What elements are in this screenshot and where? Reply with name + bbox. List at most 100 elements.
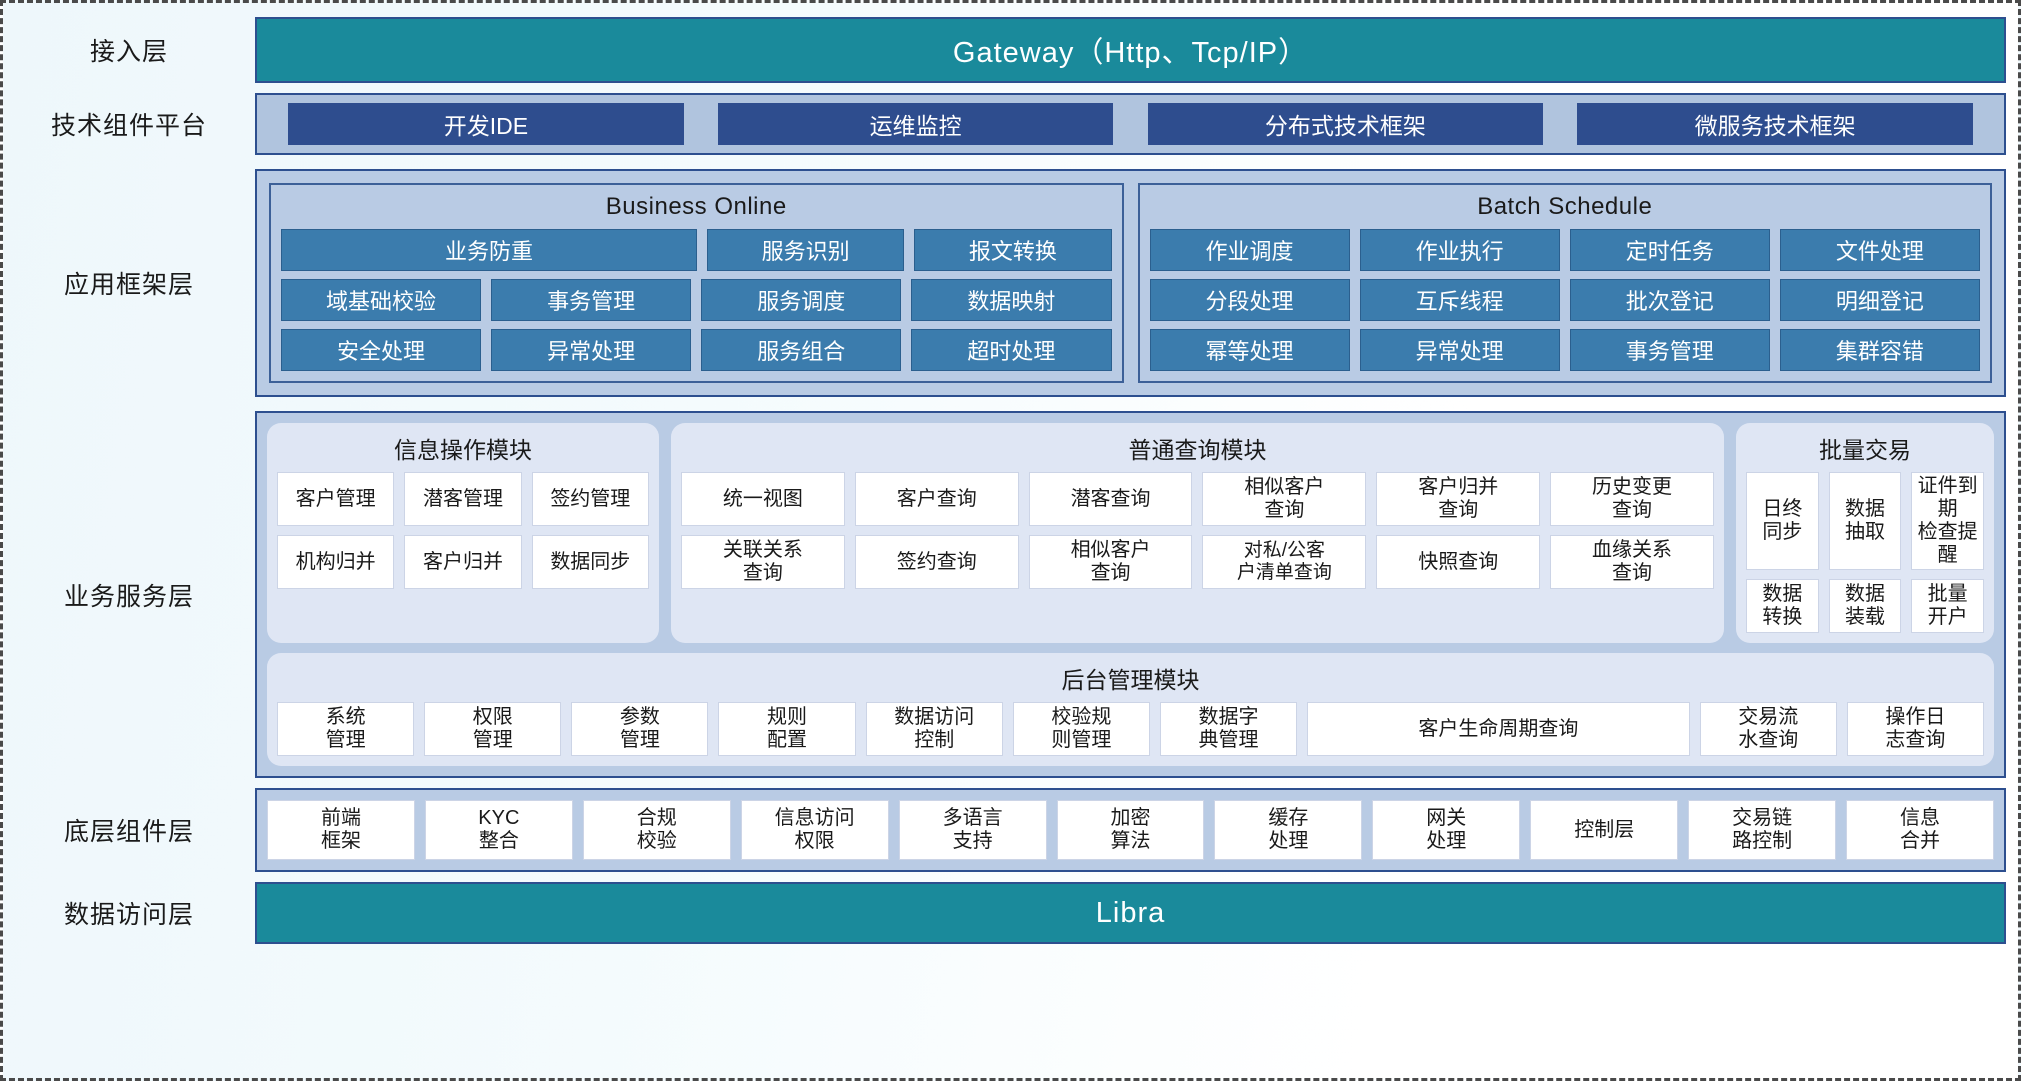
tech-chip-distributed[interactable]: 分布式技术框架 [1147, 103, 1544, 145]
panel-batch-schedule: Batch Schedule 作业调度 作业执行 定时任务 文件处理 分段处理 … [1137, 183, 1992, 383]
cell-control-layer[interactable]: 控制层 [1530, 800, 1679, 860]
cell-transaction-chain-control[interactable]: 交易链路控制 [1688, 800, 1837, 860]
bo-chip-domain-validate[interactable]: 域基础校验 [281, 279, 482, 321]
bo-chip-transaction-mgmt[interactable]: 事务管理 [491, 279, 692, 321]
bs-chip-idempotent[interactable]: 幂等处理 [1149, 329, 1350, 371]
bs-chip-exception[interactable]: 异常处理 [1359, 329, 1560, 371]
cell-customer-query[interactable]: 客户查询 [854, 472, 1019, 526]
cell-prospect-mgmt[interactable]: 潜客管理 [404, 472, 522, 526]
cell-cache-processing[interactable]: 缓存处理 [1214, 800, 1363, 860]
cell-gateway-processing[interactable]: 网关处理 [1372, 800, 1521, 860]
cell-history-change-query[interactable]: 历史变更查询 [1550, 472, 1714, 526]
cell-customer-merge[interactable]: 客户归并 [404, 535, 522, 589]
bs-chip-job-schedule[interactable]: 作业调度 [1149, 229, 1350, 271]
group-batch-transaction: 批量交易 日终同步 数据抽取 证件到期检查提醒 数据转换 数据装载 批量开户 [1736, 423, 1994, 643]
bo-chip-timeout[interactable]: 超时处理 [911, 329, 1112, 371]
group-title-batch-transaction: 批量交易 [1819, 437, 1911, 463]
bo-chip-business-dedup[interactable]: 业务防重 [281, 229, 697, 271]
bo-chip-service-identify[interactable]: 服务识别 [706, 229, 905, 271]
cell-operation-log-query[interactable]: 操作日志查询 [1846, 702, 1984, 756]
bs-chip-job-exec[interactable]: 作业执行 [1359, 229, 1560, 271]
cell-compliance-check[interactable]: 合规校验 [582, 800, 731, 860]
layer-business-service: 业务服务层 信息操作模块 客户管理 潜客管理 签约管理 机构归并 客 [3, 411, 2018, 778]
cell-unified-view[interactable]: 统一视图 [681, 472, 845, 526]
bo-chip-service-schedule[interactable]: 服务调度 [701, 279, 902, 321]
cell-data-load[interactable]: 数据装载 [1828, 579, 1902, 633]
layer-body-tech: 开发IDE 运维监控 分布式技术框架 微服务技术框架 [255, 93, 2018, 155]
cell-info-merge[interactable]: 信息合并 [1846, 800, 1994, 860]
bs-chip-transaction-mgmt[interactable]: 事务管理 [1569, 329, 1770, 371]
bs-row-1: 作业调度 作业执行 定时任务 文件处理 [1149, 229, 1980, 271]
cell-contract-mgmt[interactable]: 签约管理 [531, 472, 649, 526]
bs-chip-segment-process[interactable]: 分段处理 [1149, 279, 1350, 321]
query-row-2: 关联关系查询 签约查询 相似客户查询 对私/公客户清单查询 快照查询 血缘关系查… [681, 535, 1714, 589]
info-row-2: 机构归并 客户归并 数据同步 [277, 535, 649, 589]
cell-validation-rule-mgmt[interactable]: 校验规则管理 [1012, 702, 1150, 756]
bs-chip-cluster-fault[interactable]: 集群容错 [1779, 329, 1980, 371]
gateway-banner: Gateway（Http、Tcp/IP） [255, 17, 2006, 83]
cell-customer-merge-query[interactable]: 客户归并查询 [1376, 472, 1541, 526]
cell-cert-expiry-reminder[interactable]: 证件到期检查提醒 [1911, 472, 1985, 570]
cell-transaction-flow-query[interactable]: 交易流水查询 [1699, 702, 1837, 756]
tech-chip-ops[interactable]: 运维监控 [717, 103, 1114, 145]
batch-row-2: 数据转换 数据装载 批量开户 [1746, 579, 1985, 633]
bs-row-2: 分段处理 互斥线程 批次登记 明细登记 [1149, 279, 1980, 321]
cell-similar-customer-query[interactable]: 相似客户查询 [1202, 472, 1367, 526]
layer-label-access: 接入层 [89, 38, 168, 66]
bo-chip-message-convert[interactable]: 报文转换 [914, 229, 1112, 271]
query-row-1: 统一视图 客户查询 潜客查询 相似客户查询 客户归并查询 历史变更查询 [681, 472, 1714, 526]
cell-snapshot-query[interactable]: 快照查询 [1376, 535, 1541, 589]
group-title-backend-admin: 后台管理模块 [1061, 667, 1200, 693]
cell-data-access-control[interactable]: 数据访问控制 [865, 702, 1003, 756]
cell-customer-lifecycle-query[interactable]: 客户生命周期查询 [1307, 702, 1690, 756]
cell-multilanguage-support[interactable]: 多语言支持 [898, 800, 1047, 860]
layer-label-app-framework: 应用框架层 [63, 271, 194, 299]
bo-chip-service-compose[interactable]: 服务组合 [701, 329, 902, 371]
bo-chip-exception[interactable]: 异常处理 [491, 329, 692, 371]
cell-private-public-list-query[interactable]: 对私/公客户清单查询 [1202, 535, 1367, 589]
batch-row-1: 日终同步 数据抽取 证件到期检查提醒 [1746, 472, 1985, 570]
cell-permission-mgmt[interactable]: 权限管理 [424, 702, 562, 756]
cell-lineage-query[interactable]: 血缘关系查询 [1550, 535, 1714, 589]
tech-chip-microservice[interactable]: 微服务技术框架 [1577, 103, 1973, 145]
cell-encryption-algorithm[interactable]: 加密算法 [1056, 800, 1205, 860]
tech-chip-ide[interactable]: 开发IDE [288, 103, 684, 145]
cell-contract-query[interactable]: 签约查询 [854, 535, 1019, 589]
cell-org-merge[interactable]: 机构归并 [277, 535, 395, 589]
cell-data-dictionary-mgmt[interactable]: 数据字典管理 [1159, 702, 1298, 756]
bo-chip-data-mapping[interactable]: 数据映射 [911, 279, 1112, 321]
admin-row-1: 系统管理 权限管理 参数管理 规则配置 数据访问控制 校验规则管理 数据字典管理… [277, 702, 1984, 756]
bo-chip-security[interactable]: 安全处理 [281, 329, 482, 371]
layer-body-data-access: Libra [255, 882, 2018, 944]
cell-data-sync[interactable]: 数据同步 [531, 535, 649, 589]
cell-data-extract[interactable]: 数据抽取 [1828, 472, 1902, 570]
cell-info-access-permission[interactable]: 信息访问权限 [740, 800, 889, 860]
group-title-info-operations: 信息操作模块 [394, 437, 532, 463]
bs-chip-batch-register[interactable]: 批次登记 [1569, 279, 1770, 321]
panel-title-batch-schedule: Batch Schedule [1477, 193, 1653, 220]
cell-rule-config[interactable]: 规则配置 [718, 702, 856, 756]
cell-customer-mgmt[interactable]: 客户管理 [277, 472, 395, 526]
bs-chip-detail-register[interactable]: 明细登记 [1779, 279, 1980, 321]
bs-chip-timed-task[interactable]: 定时任务 [1569, 229, 1770, 271]
bs-chip-file-process[interactable]: 文件处理 [1779, 229, 1980, 271]
cell-data-transform[interactable]: 数据转换 [1746, 579, 1819, 633]
group-title-common-query: 普通查询模块 [1128, 437, 1267, 463]
cell-parameter-mgmt[interactable]: 参数管理 [571, 702, 709, 756]
business-service-container: 信息操作模块 客户管理 潜客管理 签约管理 机构归并 客户归并 数据同步 [255, 411, 2006, 778]
layer-tech-platform: 技术组件平台 开发IDE 运维监控 分布式技术框架 微服务技术框架 [3, 93, 2018, 155]
cell-similar-customer-query-2[interactable]: 相似客户查询 [1028, 535, 1193, 589]
bo-row-1: 业务防重 服务识别 报文转换 [281, 229, 1112, 271]
cell-system-mgmt[interactable]: 系统管理 [277, 702, 415, 756]
cell-eod-sync[interactable]: 日终同步 [1746, 472, 1819, 570]
cell-relation-query[interactable]: 关联关系查询 [681, 535, 845, 589]
bo-row-3: 安全处理 异常处理 服务组合 超时处理 [281, 329, 1112, 371]
cell-frontend-framework[interactable]: 前端框架 [267, 800, 415, 860]
bs-chip-mutex-thread[interactable]: 互斥线程 [1359, 279, 1560, 321]
cell-batch-account-open[interactable]: 批量开户 [1911, 579, 1985, 633]
cell-prospect-query[interactable]: 潜客查询 [1028, 472, 1193, 526]
